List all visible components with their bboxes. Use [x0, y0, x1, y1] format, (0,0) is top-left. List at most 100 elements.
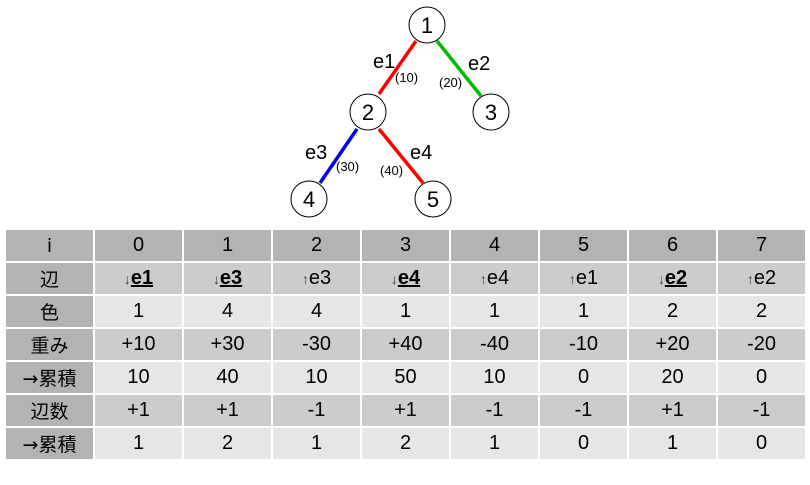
- weight-cell: -40: [449, 327, 540, 362]
- edge-e3-line: [318, 128, 359, 184]
- weight-cell: -20: [716, 327, 807, 362]
- edge-e1-line: [377, 39, 418, 96]
- cumsum-cell: 0: [716, 426, 807, 461]
- node-label: 1: [421, 13, 433, 38]
- cumsum-cell: 10: [449, 360, 540, 395]
- weight-cell: +20: [627, 327, 718, 362]
- edge-e1-label: e1: [373, 51, 395, 73]
- cumsum-cell: 20: [627, 360, 718, 395]
- cumsum-cell: 0: [716, 360, 807, 395]
- up-arrow-icon: ↑: [301, 271, 309, 287]
- weight-cell: +40: [360, 327, 451, 362]
- down-arrow-icon: ↓: [212, 271, 220, 287]
- index-cell: 5: [538, 228, 629, 263]
- edge-count-cell: +1: [93, 393, 184, 428]
- edge-e3-weight: (30): [336, 159, 359, 174]
- edge-cell: ↓e2: [627, 261, 718, 296]
- edge-e1-weight: (10): [395, 70, 418, 85]
- cumsum-cell: 2: [182, 426, 273, 461]
- color-cell: 1: [360, 294, 451, 329]
- edge-count-cell: -1: [449, 393, 540, 428]
- cumsum-cell: 10: [271, 360, 362, 395]
- index-cell: 3: [360, 228, 451, 263]
- down-arrow-icon: ↓: [390, 271, 398, 287]
- weight-cell: +10: [93, 327, 184, 362]
- color-cell: 4: [182, 294, 273, 329]
- edge-count-cell: -1: [271, 393, 362, 428]
- weight-cell: +30: [182, 327, 273, 362]
- edge-count-cell: -1: [716, 393, 807, 428]
- color-cell: 1: [538, 294, 629, 329]
- row-header-edge-count: 辺数: [4, 393, 95, 428]
- color-cell: 2: [716, 294, 807, 329]
- edge-count-cell: +1: [360, 393, 451, 428]
- node-label: 2: [362, 100, 374, 125]
- cumsum-cell: 1: [627, 426, 718, 461]
- tree-diagram: e1 (10) e2 (20) e3 (30) e4 (40) 1 2 3 4 …: [290, 6, 510, 218]
- edge-count-cell: +1: [627, 393, 718, 428]
- row-header-weight: 重み: [4, 327, 95, 362]
- row-header-edge-count-cumsum: →累積: [4, 426, 95, 461]
- weight-row: 重み +10 +30 -30 +40 -40 -10 +20 -20: [4, 327, 807, 362]
- edge-name: e3: [219, 267, 243, 289]
- edge-e3-label: e3: [305, 142, 327, 164]
- edge-cell: ↓e4: [360, 261, 451, 296]
- edge-e4-label: e4: [410, 142, 432, 164]
- cumsum-cell: 1: [93, 426, 184, 461]
- index-cell: 2: [271, 228, 362, 263]
- cumsum-cell: 10: [93, 360, 184, 395]
- up-arrow-icon: ↑: [568, 271, 576, 287]
- edge-cell: ↓e1: [93, 261, 184, 296]
- edge-cell: ↑e1: [538, 261, 629, 296]
- color-cell: 1: [449, 294, 540, 329]
- cumsum-cell: 50: [360, 360, 451, 395]
- tree-node-4: 4: [290, 180, 328, 218]
- edge-name: e1: [130, 267, 154, 289]
- edge-cell: ↑e3: [271, 261, 362, 296]
- color-row: 色 1 4 4 1 1 1 2 2: [4, 294, 807, 329]
- edge-e4-weight: (40): [380, 163, 403, 178]
- up-arrow-icon: ↑: [746, 271, 754, 287]
- edge-e2-line: [435, 39, 483, 98]
- index-cell: 0: [93, 228, 184, 263]
- edge-name: e4: [486, 267, 510, 289]
- cumsum-cell: 1: [449, 426, 540, 461]
- color-cell: 1: [93, 294, 184, 329]
- edge-e2-label: e2: [468, 53, 490, 75]
- row-header-color: 色: [4, 294, 95, 329]
- weight-cumsum-row: →累積 10 40 10 50 10 0 20 0: [4, 360, 807, 395]
- down-arrow-icon: ↓: [657, 271, 665, 287]
- edge-count-cumsum-row: →累積 1 2 1 2 1 0 1 0: [4, 426, 807, 461]
- edge-e4-line: [377, 127, 425, 185]
- index-cell: 7: [716, 228, 807, 263]
- cumsum-cell: 2: [360, 426, 451, 461]
- cumsum-cell: 0: [538, 360, 629, 395]
- edge-count-cell: +1: [182, 393, 273, 428]
- edge-e2-weight: (20): [439, 75, 462, 90]
- color-cell: 4: [271, 294, 362, 329]
- edge-name: e3: [308, 267, 332, 289]
- row-header-weight-cumsum: →累積: [4, 360, 95, 395]
- index-cell: 6: [627, 228, 718, 263]
- row-header-edge: 辺: [4, 261, 95, 296]
- tree-node-5: 5: [414, 180, 452, 218]
- up-arrow-icon: ↑: [479, 271, 487, 287]
- tree-node-1: 1: [408, 6, 446, 44]
- edge-name: e2: [664, 267, 688, 289]
- index-row: i 0 1 2 3 4 5 6 7: [4, 228, 807, 263]
- edge-name: e4: [397, 267, 421, 289]
- weight-cell: -30: [271, 327, 362, 362]
- node-label: 4: [303, 187, 315, 212]
- tree-node-2: 2: [349, 93, 387, 131]
- edge-name: e1: [575, 267, 599, 289]
- edge-cell: ↑e2: [716, 261, 807, 296]
- edge-cell: ↓e3: [182, 261, 273, 296]
- down-arrow-icon: ↓: [123, 271, 131, 287]
- edge-count-row: 辺数 +1 +1 -1 +1 -1 -1 +1 -1: [4, 393, 807, 428]
- euler-tour-table: i 0 1 2 3 4 5 6 7 辺 ↓e1 ↓e3 ↑e3 ↓e4 ↑e4 …: [4, 228, 807, 461]
- tree-node-3: 3: [472, 93, 510, 131]
- weight-cell: -10: [538, 327, 629, 362]
- cumsum-cell: 0: [538, 426, 629, 461]
- node-label: 5: [427, 187, 439, 212]
- node-label: 3: [485, 100, 497, 125]
